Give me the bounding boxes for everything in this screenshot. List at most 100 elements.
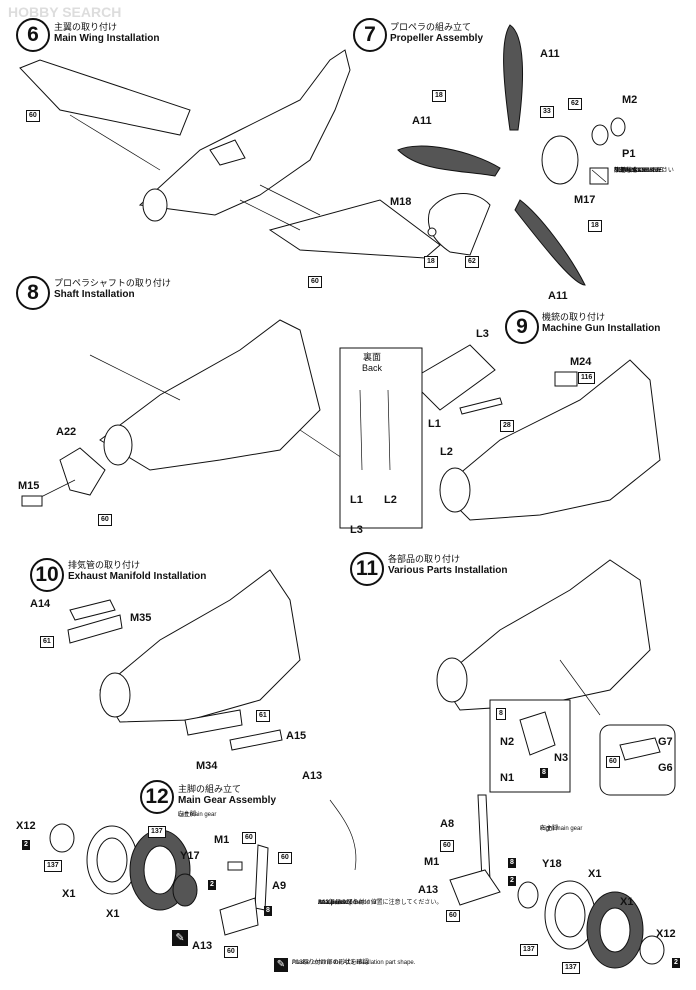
part-m34: M34 [196,760,218,772]
part-ref-137: 137 [148,826,166,838]
part-a9: A9 [272,880,287,892]
part-a13: A13 [192,940,213,952]
step-6-number: 6 [16,18,50,52]
part-ref-60: 60 [224,946,238,958]
step-7-title-en: Propeller Assembly [390,33,484,44]
part-ref-137: 137 [520,944,538,956]
caution-en-3: A13 parts. [318,900,348,906]
part-x1: X1 [106,908,120,920]
left-gear-en: Left main gear [178,812,217,818]
step-7-number: 7 [353,18,387,52]
back-side-label: 裏面 Back [362,352,382,374]
part-ref-2-dark: 2 [22,840,30,850]
part-y17: Y17 [180,850,200,862]
step-10-title-jp: 排気管の取り付け [68,560,141,570]
part-ref-137: 137 [562,962,580,974]
step10-fuselage-drawing [67,569,301,751]
part-x1-right: X1 [588,868,602,880]
step-12-number: 12 [140,780,174,814]
part-l1-back: L1 [350,494,363,506]
part-g6: G6 [658,762,673,774]
step-10-number: 10 [30,558,64,592]
part-ref-18: 18 [588,220,602,232]
step-11-title: 各部品の取り付け Various Parts Installation [388,554,507,577]
part-l3-back: L3 [350,524,363,536]
part-ref-18: 18 [424,256,438,268]
step-8-title-en: Shaft Installation [54,289,135,300]
no-cement-it: NON INCOLLARE [614,168,664,174]
part-ref-60: 60 [446,910,460,922]
step-11-number: 11 [350,552,384,586]
part-a22: A22 [56,426,77,438]
step-12-title-en: Main Gear Assembly [178,795,277,806]
right-gear-en: Right main gear [540,826,583,832]
brand-text: HOBBY SEARCH [8,4,122,20]
part-m18: M18 [390,196,412,208]
step-6-title-jp: 主翼の取り付け [54,22,118,32]
part-x1: X1 [62,888,76,900]
step-10-title-en: Exhaust Manifold Installation [68,571,207,582]
back-label-jp: 裏面 [363,352,382,362]
no-cement-zh: 不用粘合 [614,168,639,174]
no-cement-en: DO NOT CEMENT [614,168,665,174]
confirm-en: Please confirm the A13 installation part… [292,960,416,966]
step-9-title-en: Machine Gun Installation [542,323,661,334]
part-m2: M2 [622,94,638,106]
part-m1-right: M1 [424,856,440,868]
part-l2-back: L2 [384,494,397,506]
step-11-title-jp: 各部品の取り付け [388,554,461,564]
step-8-number: 8 [16,276,50,310]
part-l1: L1 [428,418,441,430]
no-cement-jp: 接着しないでください [614,168,674,174]
no-cement-fr: NE PAS COLLER [614,168,662,174]
part-m17: M17 [574,194,596,206]
part-ref-8: 8 [496,708,506,720]
no-cement-de: NICHT KLEBEN [614,168,658,174]
step-9-number: 9 [505,310,539,344]
part-m15: M15 [18,480,40,492]
part-l2: L2 [440,446,453,458]
part-ref-8-dark: 8 [540,768,548,778]
part-a15: A15 [286,730,307,742]
part-x1-right: X1 [620,896,634,908]
step11-fuselage-drawing [436,559,676,796]
step9-fuselage-drawing [339,344,661,529]
step-8-title: プロペラシャフトの取り付け Shaft Installation [54,278,171,301]
part-a11: A11 [412,115,432,127]
part-ref-60: 60 [278,852,292,864]
part-a11: A11 [540,48,560,60]
part-ref-8-dark: 8 [264,906,272,916]
step-8-title-jp: プロペラシャフトの取り付け [54,278,171,288]
caution-jp: A13部品の取り付け位置に注意してください。 [318,900,443,906]
part-a13-detail: A13 [302,770,323,782]
part-ref-116: 116 [578,372,596,384]
part-ref-60: 60 [606,756,620,768]
part-ref-8-dark: 8 [508,858,516,868]
confirm-icon: ✎ [274,958,288,972]
part-x12: X12 [16,820,36,832]
step12-left-gear-drawing [49,799,357,936]
step12-right-gear-drawing [449,794,665,969]
hobby-search-logo: HOBBY SEARCH [8,4,121,20]
part-ref-61: 61 [256,710,270,722]
step-6-title-en: Main Wing Installation [54,33,160,44]
part-ref-2-dark: 2 [508,876,516,886]
part-ref-33: 33 [540,106,554,118]
left-gear-jp: 左主脚 [178,812,197,818]
part-a13-right: A13 [418,884,439,896]
step-7-title-jp: プロペラの組み立て [390,22,472,32]
part-m24: M24 [570,356,592,368]
part-ref-60: 60 [26,110,40,122]
part-ref-62: 62 [568,98,582,110]
step7-propeller-drawing [397,24,626,286]
part-ref-28: 28 [500,420,514,432]
part-ref-60: 60 [440,840,454,852]
step-6-title: 主翼の取り付け Main Wing Installation [54,22,159,45]
part-ref-61: 61 [40,636,54,648]
part-m1: M1 [214,834,230,846]
part-ref-137: 137 [44,860,62,872]
part-a8: A8 [440,818,455,830]
part-ref-18: 18 [432,90,446,102]
right-gear-jp: 右主脚 [540,826,559,832]
caution-en-2: attachment position of [318,900,377,906]
